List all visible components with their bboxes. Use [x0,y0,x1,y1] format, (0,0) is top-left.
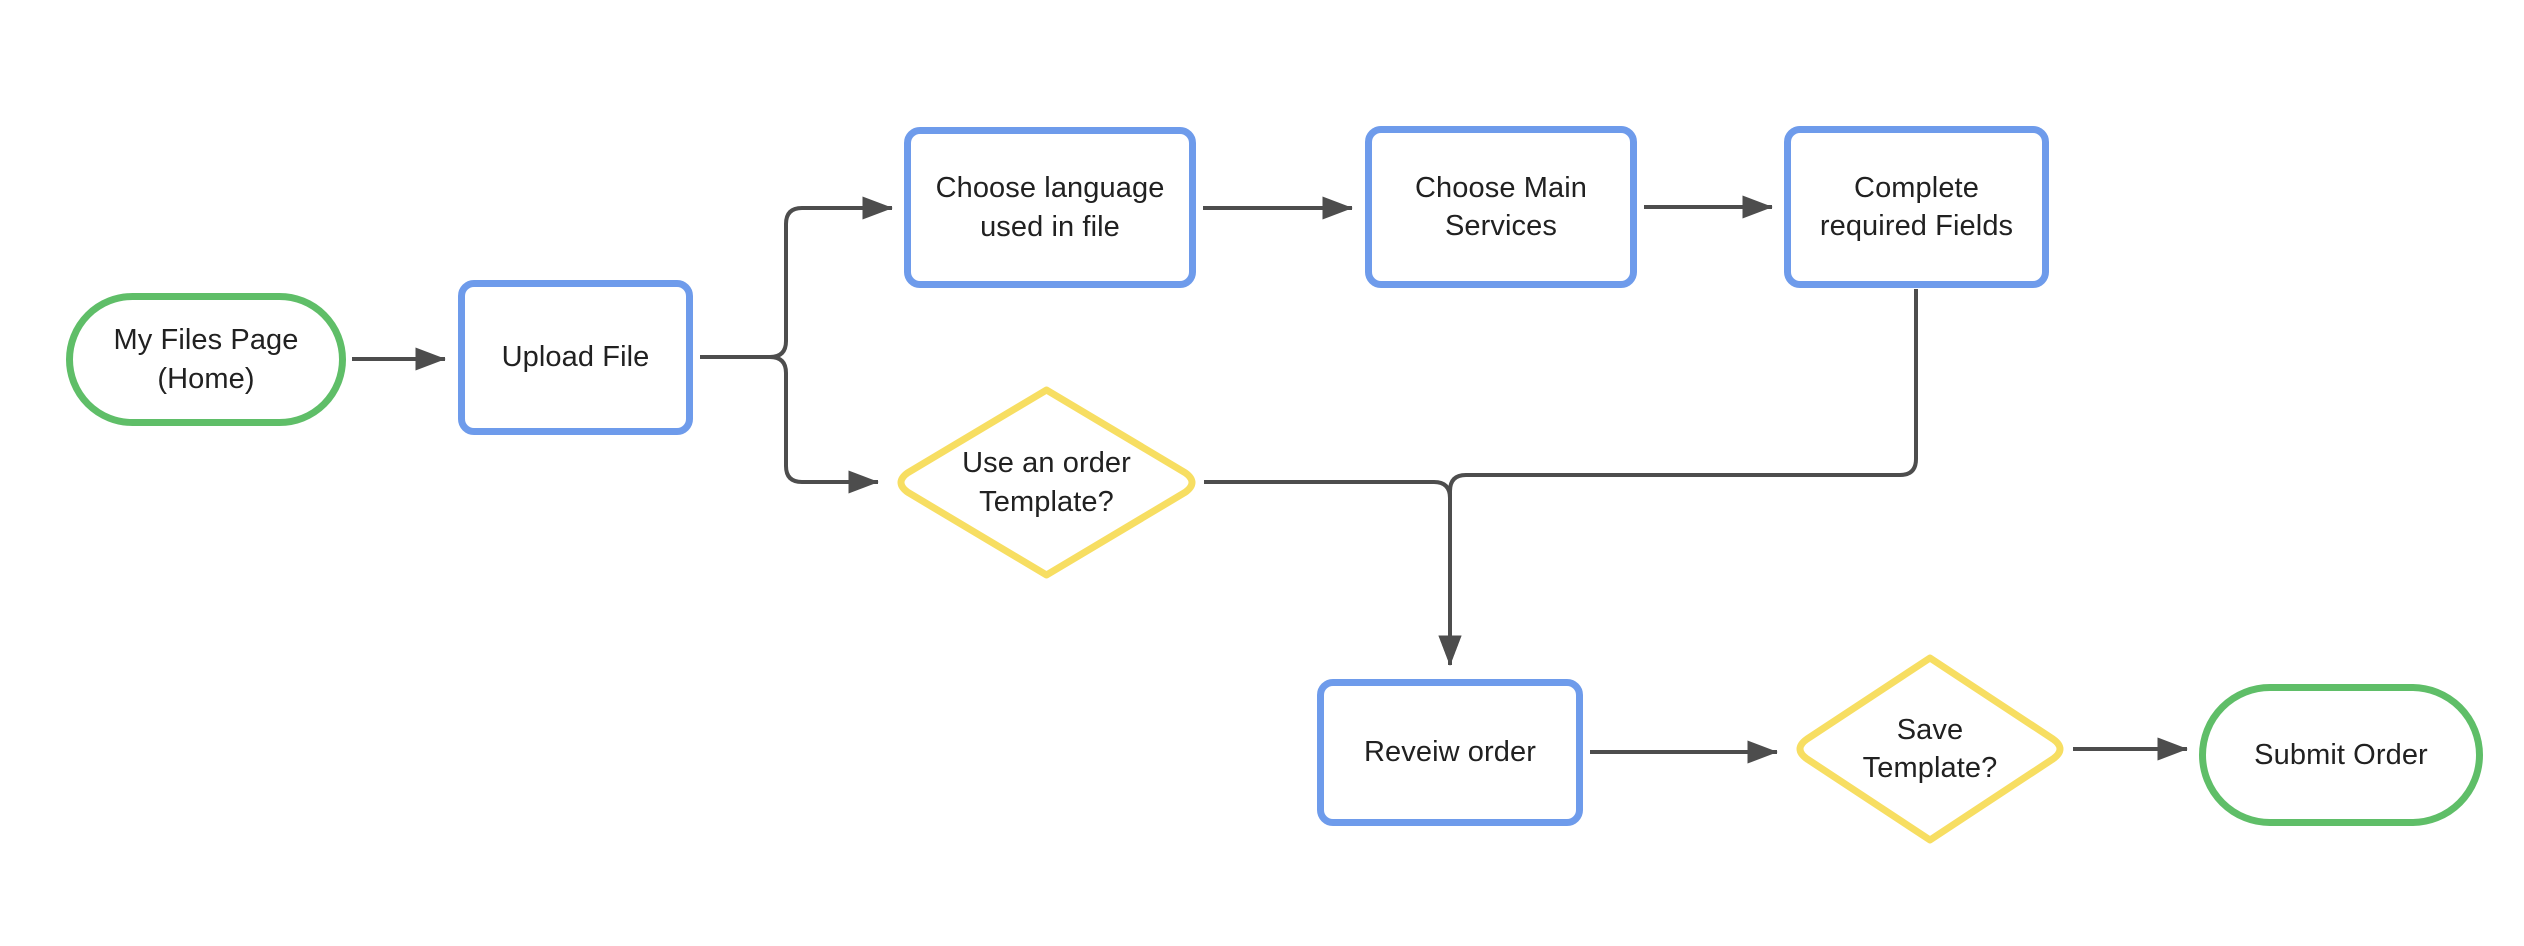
node-label-upload-file: Upload File [501,341,650,374]
connector-upload-file-to-use-order-template [700,355,879,494]
node-label-choose-language: Choose language used in file [935,172,1165,243]
connector-upload-file-to-choose-language [700,196,893,359]
node-use-order-template[interactable]: Use an order Template? [890,384,1203,581]
node-label-save-template: Save Template? [1862,713,1998,784]
node-my-files-page[interactable]: My Files Page (Home) [66,293,346,426]
node-label-choose-main-services: Choose Main Services [1415,171,1587,242]
node-choose-main-services[interactable]: Choose Main Services [1365,126,1637,288]
node-label-use-order-template: Use an order Template? [962,447,1131,518]
node-complete-required-fields[interactable]: Complete required Fields [1784,126,2049,288]
node-upload-file[interactable]: Upload File [458,280,693,435]
node-label-submit-order: Submit Order [2254,738,2428,771]
node-reveiw-order[interactable]: Reveiw order [1317,679,1583,826]
node-submit-order[interactable]: Submit Order [2199,684,2483,826]
node-save-template[interactable]: Save Template? [1789,652,2071,846]
connector-complete-required-fields-to-reveiw-order [1438,289,1918,666]
node-label-complete-required-fields: Complete required Fields [1819,171,2014,242]
node-label-reveiw-order: Reveiw order [1363,736,1537,769]
node-label-my-files-page: My Files Page (Home) [113,324,299,395]
connector-use-order-template-to-reveiw-order [1204,480,1462,666]
node-choose-language[interactable]: Choose language used in file [904,127,1196,288]
